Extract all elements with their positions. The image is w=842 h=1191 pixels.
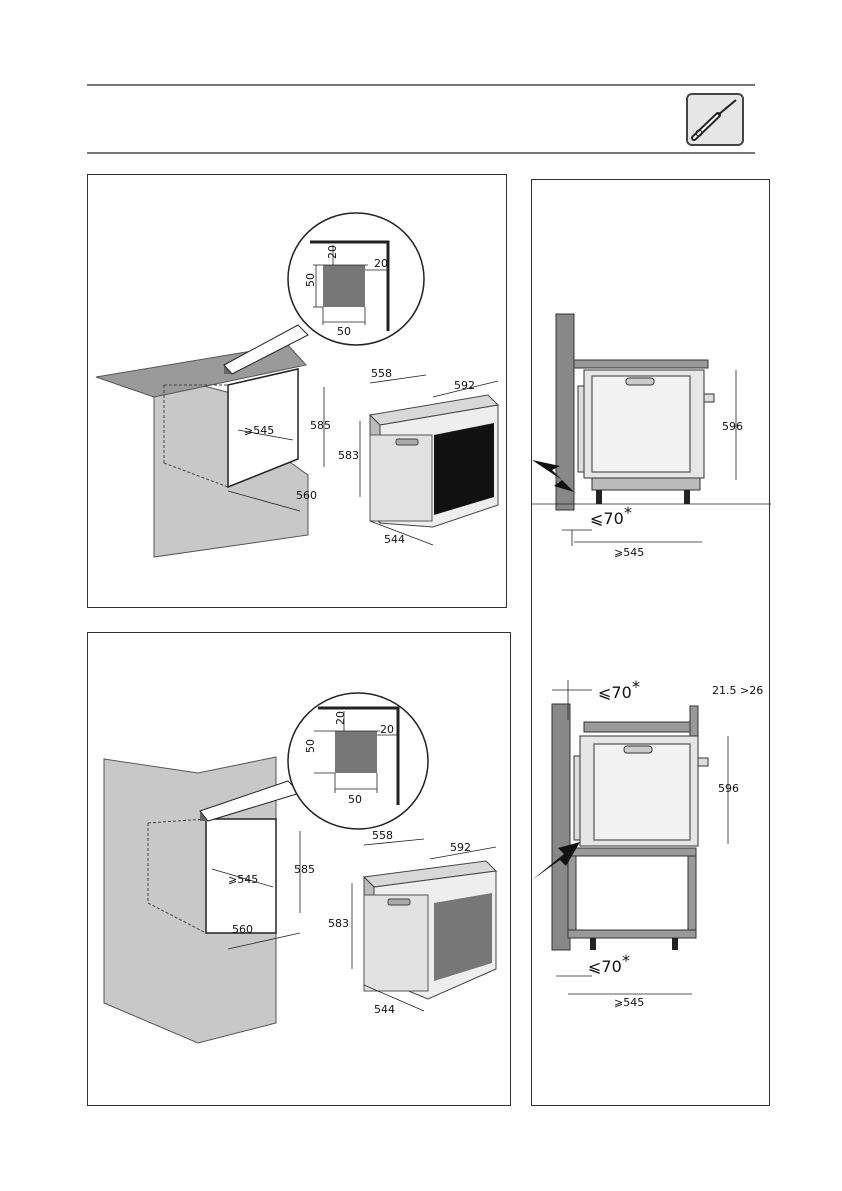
installation-panel-column: 20 20 50 50 ⩾545 585 560 558 592 583 544 — [87, 632, 511, 1106]
upper-gap-70: ⩽70 — [590, 509, 624, 528]
lower-gap-star-top: * — [632, 677, 640, 696]
installation-panel-side-views: 596 ⩽70 * ⩾545 ⩽70 * 21.5 >26 596 ⩽70 * — [531, 179, 770, 1106]
dim-560: 560 — [296, 489, 317, 502]
dim-558: 558 — [371, 367, 392, 380]
header-rule-top — [87, 84, 755, 86]
dim-544: 544 — [374, 1003, 395, 1016]
installation-panel-under-worktop: 20 20 50 50 ⩾545 585 560 558 592 583 544 — [87, 174, 507, 608]
dim-583: 583 — [338, 449, 359, 462]
dim-585: 585 — [294, 863, 315, 876]
dim-545: ⩾545 — [228, 873, 258, 886]
dim-545: ⩾545 — [244, 424, 274, 437]
upper-width-545: ⩾545 — [614, 546, 644, 559]
lower-gap-70: ⩽70 — [588, 957, 622, 976]
dim-544: 544 — [384, 533, 405, 546]
lower-gap-70-top: ⩽70 — [598, 683, 632, 702]
dim-560: 560 — [232, 923, 253, 936]
screwdriver-icon — [686, 93, 744, 146]
detail-dim-20-h: 20 — [374, 257, 388, 270]
detail-dim-50-h: 50 — [337, 325, 351, 338]
dim-585: 585 — [310, 419, 331, 432]
lower-gap-star: * — [622, 951, 630, 970]
header-rule-bottom — [87, 152, 755, 154]
lower-height-596: 596 — [718, 782, 739, 795]
detail-dim-20-h: 20 — [380, 723, 394, 736]
lower-width-545: ⩾545 — [614, 996, 644, 1009]
dim-558: 558 — [372, 829, 393, 842]
upper-height-596: 596 — [722, 420, 743, 433]
dim-583: 583 — [328, 917, 349, 930]
dim-592: 592 — [450, 841, 471, 854]
detail-dim-20-v: 20 — [334, 711, 347, 725]
lower-side-21-5: 21.5 >26 — [712, 684, 763, 697]
dim-592: 592 — [454, 379, 475, 392]
detail-dim-50-v: 50 — [304, 273, 317, 287]
detail-dim-50-h: 50 — [348, 793, 362, 806]
upper-gap-star: * — [624, 503, 632, 522]
detail-dim-20-v: 20 — [326, 245, 339, 259]
detail-dim-50-v: 50 — [304, 739, 317, 753]
